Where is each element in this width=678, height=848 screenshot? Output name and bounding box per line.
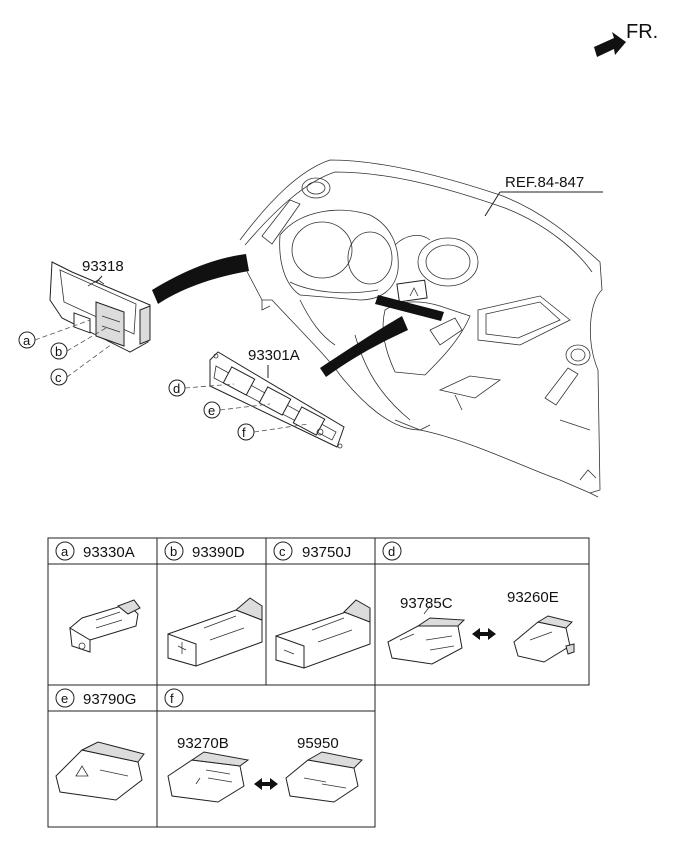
table-header-e: e 93790G [55, 688, 136, 708]
part-number-95950: 95950 [297, 735, 339, 752]
svg-text:f: f [242, 425, 246, 440]
pointer-band [375, 295, 444, 321]
svg-text:b: b [170, 544, 177, 559]
callout-f: f [237, 423, 309, 441]
switch-image-95950 [285, 751, 364, 803]
front-arrow-icon [594, 32, 626, 57]
switch-image-93785C [387, 605, 466, 665]
callout-e: e [203, 401, 271, 419]
switch-image-93330A [69, 599, 141, 653]
parts-table: a 93330A b 93390D c 93750J d e 93790G [47, 537, 590, 828]
switch-image-93750J [275, 599, 371, 669]
table-header-f: f [164, 688, 184, 708]
assembly-left-label: 93318 [82, 258, 124, 275]
part-number-93790G: 93790G [83, 691, 136, 708]
svg-text:c: c [55, 370, 62, 385]
front-label: FR. [626, 21, 658, 43]
svg-text:e: e [61, 691, 68, 706]
switch-image-93790G [55, 741, 145, 801]
callout-c: c [50, 343, 113, 386]
callout-d: d [168, 379, 235, 397]
svg-text:a: a [23, 333, 31, 348]
table-header-d: d [382, 541, 402, 561]
callout-a: a [18, 319, 91, 349]
switch-image-93390D [167, 597, 263, 667]
part-number-93330A: 93330A [83, 544, 135, 561]
interchange-arrow-icon [472, 628, 496, 640]
dashboard-drawing [239, 159, 603, 498]
svg-text:f: f [170, 691, 174, 706]
front-direction-indicator: FR. [594, 21, 658, 57]
cell-d: 93785C 93260E [387, 589, 575, 665]
part-number-93750J: 93750J [302, 544, 351, 561]
switch-assembly-93301A: 93301A [209, 347, 345, 449]
part-number-93270B: 93270B [177, 735, 229, 752]
table-header-a: a 93330A [55, 541, 135, 561]
reference-callout: REF.84-847 [484, 174, 603, 217]
part-number-93260E: 93260E [507, 589, 559, 606]
cell-f: 93270B 95950 [167, 735, 364, 803]
svg-text:c: c [279, 544, 286, 559]
interchange-arrow-icon [254, 778, 278, 790]
table-header-b: b 93390D [164, 541, 245, 561]
callout-b: b [50, 327, 107, 360]
switch-assembly-93318: 93318 [49, 258, 151, 353]
part-number-93785C: 93785C [400, 595, 453, 612]
svg-text:d: d [388, 544, 395, 559]
assembly-center-label: 93301A [248, 347, 300, 364]
svg-text:e: e [208, 403, 215, 418]
svg-text:d: d [173, 381, 180, 396]
part-number-93390D: 93390D [192, 544, 245, 561]
table-header-c: c 93750J [273, 541, 351, 561]
pointer-wedge-left [152, 254, 249, 304]
reference-label: REF.84-847 [505, 174, 584, 191]
switch-image-93270B [167, 751, 250, 803]
hazard-triangle-icon [75, 765, 89, 777]
svg-text:b: b [55, 344, 62, 359]
svg-text:a: a [61, 544, 69, 559]
switch-image-93260E [513, 615, 575, 663]
pointer-wedge-center [320, 316, 408, 377]
